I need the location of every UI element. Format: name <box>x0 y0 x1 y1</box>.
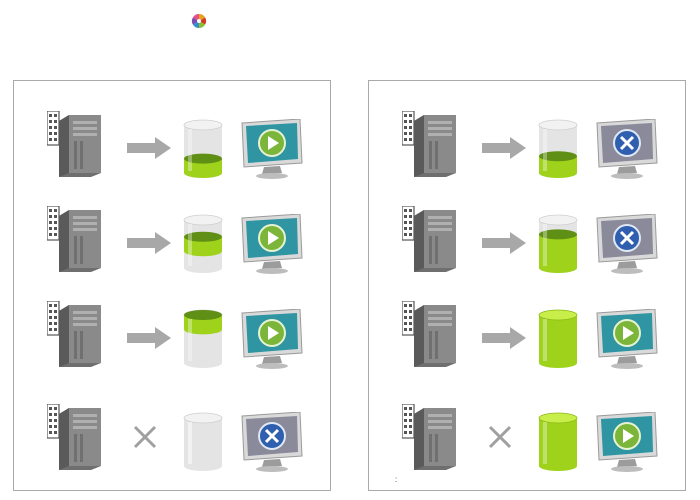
disconnect-x-icon <box>133 425 157 449</box>
buffer-cylinder-icon <box>538 412 578 471</box>
logo-icon <box>191 13 207 29</box>
media-server-icon <box>47 111 101 177</box>
arrow-right-icon <box>482 137 526 159</box>
arrow-right-icon <box>482 232 526 254</box>
stream-row <box>14 301 330 381</box>
stopped-monitor-icon <box>596 119 658 179</box>
play-monitor-icon <box>241 214 303 274</box>
buffer-cylinder-icon <box>183 309 223 368</box>
stream-row <box>14 206 330 286</box>
streaming-scenario-panel-left <box>13 80 331 491</box>
media-server-icon <box>47 301 101 367</box>
buffer-cylinder-icon <box>183 119 223 178</box>
stopped-monitor-icon <box>241 412 303 472</box>
streaming-scenario-panel-right: : <box>368 80 686 491</box>
play-monitor-icon <box>596 412 658 472</box>
buffer-cylinder-icon <box>538 119 578 178</box>
stream-row <box>369 206 685 286</box>
media-server-icon <box>47 404 101 470</box>
buffer-cylinder-icon <box>538 309 578 368</box>
stream-row <box>14 404 330 484</box>
stream-row <box>369 111 685 191</box>
media-server-icon <box>402 404 456 470</box>
media-server-icon <box>47 206 101 272</box>
play-monitor-icon <box>241 309 303 369</box>
media-server-icon <box>402 301 456 367</box>
buffer-cylinder-icon <box>183 214 223 273</box>
disconnect-x-icon <box>488 425 512 449</box>
stopped-monitor-icon <box>596 214 658 274</box>
play-monitor-icon <box>241 119 303 179</box>
buffer-cylinder-icon <box>183 412 223 471</box>
stream-row <box>369 301 685 381</box>
arrow-right-icon <box>482 327 526 349</box>
stream-row <box>14 111 330 191</box>
stream-row <box>369 404 685 484</box>
footnote: : <box>395 475 398 484</box>
media-server-icon <box>402 111 456 177</box>
arrow-right-icon <box>127 137 171 159</box>
media-server-icon <box>402 206 456 272</box>
arrow-right-icon <box>127 327 171 349</box>
play-monitor-icon <box>596 309 658 369</box>
buffer-cylinder-icon <box>538 214 578 273</box>
arrow-right-icon <box>127 232 171 254</box>
